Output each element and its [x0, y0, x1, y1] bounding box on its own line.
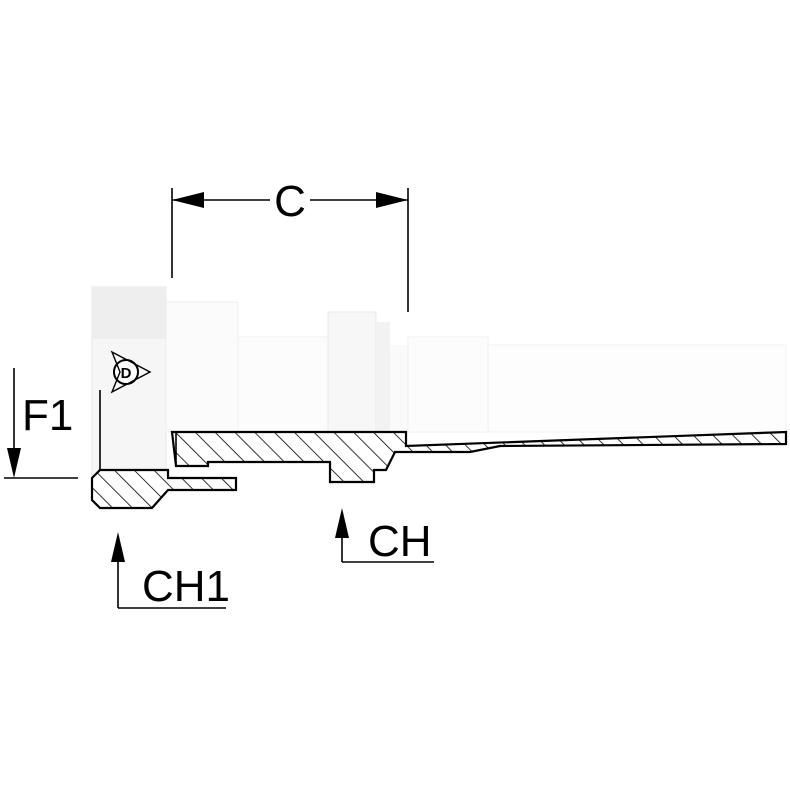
dimension-ch: CH	[335, 508, 434, 566]
arrowhead-ch	[335, 508, 349, 538]
label-ch1: CH1	[142, 562, 230, 611]
section-view	[90, 390, 788, 510]
body-section	[170, 430, 788, 484]
dimension-f1: F1	[4, 368, 78, 479]
dunlop-logo: D	[110, 350, 152, 394]
nut-section	[90, 468, 238, 510]
shoulder	[390, 345, 408, 432]
fitting-body	[91, 286, 787, 478]
logo-letter: D	[121, 365, 132, 382]
neck	[237, 336, 329, 433]
arrowhead-right	[376, 192, 408, 208]
arrowhead-left	[172, 192, 204, 208]
arrowhead-f1	[7, 448, 21, 478]
dimension-ch1: CH1	[111, 532, 230, 611]
label-ch: CH	[368, 517, 432, 566]
label-c: C	[274, 177, 306, 226]
small-hex	[327, 311, 377, 433]
nut-collar	[165, 301, 239, 433]
barbed-tail	[487, 344, 787, 433]
arrowhead-ch1	[111, 532, 125, 562]
dimension-c: C	[171, 177, 409, 312]
label-f1: F1	[22, 391, 73, 440]
